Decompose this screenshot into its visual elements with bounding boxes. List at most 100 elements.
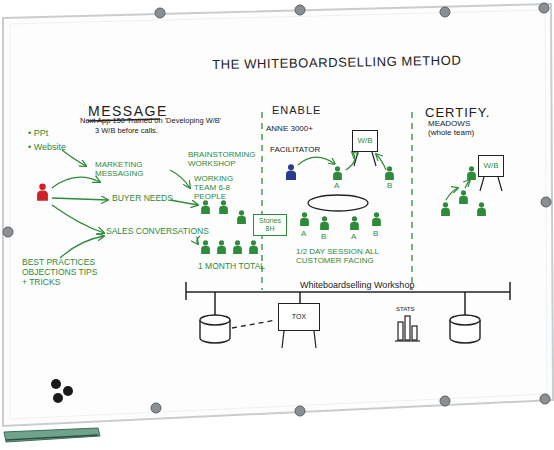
bracket-leg xyxy=(214,292,216,316)
board-edge xyxy=(10,10,547,419)
easel-board: W/B xyxy=(352,130,378,152)
handwritten-note: • Website xyxy=(28,142,66,152)
tox-easel xyxy=(282,331,316,348)
cylinder-top xyxy=(450,315,480,325)
bar xyxy=(412,326,417,340)
marker-tray xyxy=(4,428,100,442)
standoff xyxy=(295,5,305,15)
person-icon xyxy=(300,212,309,226)
axis xyxy=(395,340,420,341)
standoff xyxy=(440,396,450,406)
arrow xyxy=(446,188,458,200)
person-icon xyxy=(477,202,486,216)
magnet xyxy=(51,379,61,389)
bracket-leg xyxy=(464,292,466,316)
box-text: W/B xyxy=(483,162,498,171)
person-icon xyxy=(201,240,210,254)
standoffs xyxy=(3,3,551,416)
arrow xyxy=(52,198,108,200)
handwritten-note: 3 W/B before calls. xyxy=(95,127,158,136)
arrow xyxy=(465,180,470,188)
person-icon xyxy=(320,216,329,230)
handwritten-note: WORKING TEAM 6-8 PEOPLE xyxy=(194,174,256,202)
handwritten-note: BEST PRACTICES OBJECTIONS TIPS + TRICKS xyxy=(22,258,100,287)
handwritten-note: • PPt xyxy=(28,128,48,138)
session-arrows xyxy=(298,152,386,170)
box-text: TOX xyxy=(292,313,306,321)
divider xyxy=(411,112,412,290)
column-heading: CERTIFY. xyxy=(425,106,490,121)
person-icon xyxy=(459,190,468,204)
handwritten-note: B xyxy=(387,181,392,190)
handwritten-note: Whiteboardselling Workshop xyxy=(300,280,414,290)
arrow xyxy=(170,200,198,205)
bracket-end xyxy=(185,282,187,300)
standoff xyxy=(295,406,305,416)
message-arrows xyxy=(52,150,200,258)
tray-edge xyxy=(6,435,98,440)
arrow xyxy=(298,157,335,165)
bar xyxy=(398,322,403,340)
databases xyxy=(200,315,480,343)
easel-leg xyxy=(498,177,502,191)
person-icon xyxy=(233,240,242,254)
handwritten-note: MEADOWS (whole team) xyxy=(428,119,484,137)
standoff xyxy=(540,394,550,404)
handwritten-note: 1/2 DAY SESSION ALL CUSTOMER FACING xyxy=(296,247,416,265)
person-icon xyxy=(441,202,450,216)
facilitator-icon xyxy=(286,164,296,180)
working-team xyxy=(201,200,258,254)
person-icon xyxy=(249,240,258,254)
bracket-line xyxy=(186,291,510,293)
standoff xyxy=(151,403,161,413)
bracket-leg xyxy=(299,292,301,303)
arrow xyxy=(52,205,104,233)
arrow xyxy=(62,150,86,166)
handwritten-note: 1 MONTH TOTAL xyxy=(198,262,265,272)
person-icon xyxy=(219,200,228,214)
arrow xyxy=(346,152,355,170)
session-people xyxy=(300,166,394,230)
person-icon xyxy=(201,200,210,214)
person-icon xyxy=(333,166,342,180)
handwritten-note: Next App 150 Trained on 'Developing W/B' xyxy=(80,117,221,126)
arrow xyxy=(60,236,104,258)
cylinder-top xyxy=(200,315,230,325)
person-icon xyxy=(467,166,476,180)
easel-board: W/B xyxy=(478,155,504,177)
person-icon xyxy=(372,212,381,226)
arrow xyxy=(52,177,100,188)
magnet xyxy=(63,386,73,396)
box-text: W/B xyxy=(357,137,372,146)
standoff xyxy=(440,7,450,17)
person-icon xyxy=(385,166,394,180)
arrow xyxy=(376,154,386,170)
handwritten-note: FACILITATOR xyxy=(270,145,320,154)
board xyxy=(3,4,553,426)
standoff xyxy=(155,8,165,18)
box-text: Stories 8H xyxy=(254,217,286,232)
glass-board xyxy=(3,4,553,426)
handwritten-note: B xyxy=(321,232,326,241)
handwritten-note: A xyxy=(334,181,339,190)
handwritten-note: BUYER NEEDS xyxy=(112,194,173,204)
easel-leg xyxy=(480,177,484,191)
handwritten-note: A xyxy=(351,232,356,241)
certify-arrows xyxy=(446,180,470,200)
handwritten-note: STATS xyxy=(396,306,414,313)
arrow xyxy=(170,170,190,188)
stats-chart xyxy=(395,316,420,341)
handwritten-note: B xyxy=(373,229,378,238)
sketch-box: Stories 8H xyxy=(253,214,287,236)
handwritten-note: BRAINSTORMING WORKSHOP xyxy=(188,150,260,168)
handwritten-note: A xyxy=(301,229,306,238)
easel-leg xyxy=(282,331,284,348)
standoff xyxy=(541,197,551,207)
magnet xyxy=(53,393,63,403)
arrow xyxy=(197,236,200,244)
sketch-box: TOX xyxy=(278,303,320,331)
sales-person xyxy=(37,184,48,201)
person-icon xyxy=(350,216,359,230)
bracket-end xyxy=(509,282,511,300)
